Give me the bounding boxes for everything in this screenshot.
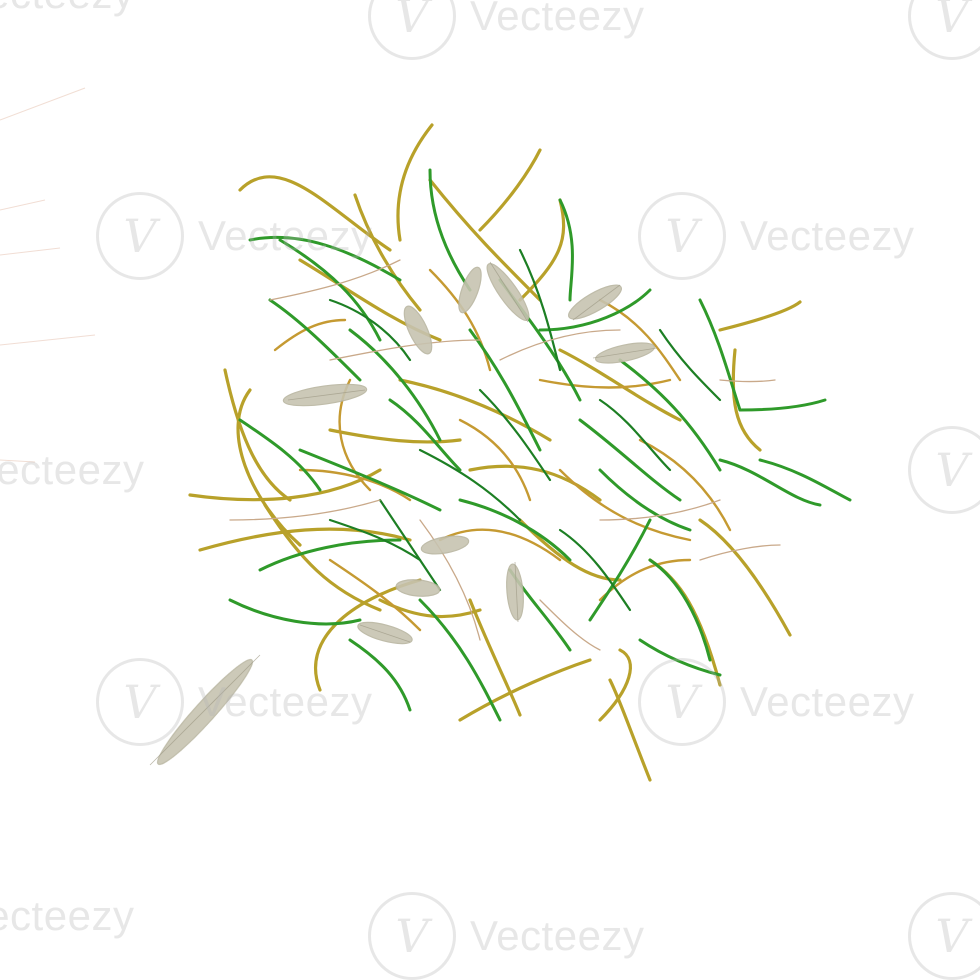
seed-heads (149, 261, 658, 766)
green-blades (228, 168, 852, 722)
seed-head (395, 579, 441, 597)
seed-head (357, 621, 413, 645)
ochre-blades (273, 268, 732, 632)
seed-head (403, 305, 433, 355)
seed-head (156, 658, 254, 766)
seed-head (568, 284, 622, 320)
dry-stems (229, 259, 781, 651)
seed-head (420, 535, 470, 555)
seed-head (506, 563, 524, 621)
seed-head (458, 266, 482, 314)
faint-wisps (0, 87, 96, 463)
dark-green-blades (328, 248, 722, 612)
